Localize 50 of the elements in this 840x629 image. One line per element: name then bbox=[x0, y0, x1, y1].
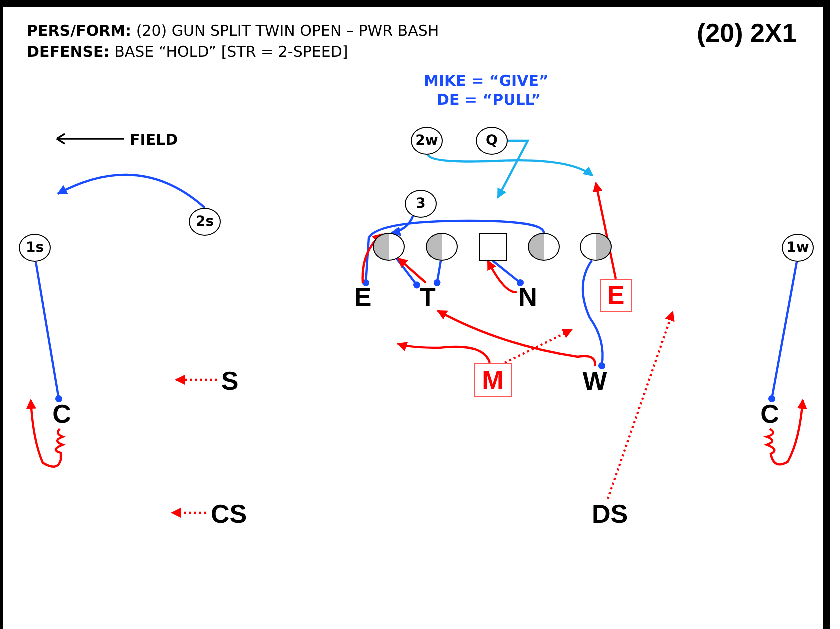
defender-box: E bbox=[600, 279, 632, 312]
route-arrow bbox=[766, 399, 808, 466]
call-note: DE = “PULL” bbox=[437, 91, 542, 109]
block-line bbox=[768, 262, 798, 402]
defender-label: C bbox=[49, 399, 75, 429]
player-circle: 2w bbox=[411, 127, 443, 155]
route-arrow bbox=[390, 216, 414, 236]
block-line bbox=[396, 258, 420, 289]
block-line bbox=[362, 220, 546, 286]
route-arrow bbox=[175, 375, 217, 385]
header-text: PERS/FORM: (20) GUN SPLIT TWIN OPEN – PWR BASH bbox=[27, 22, 440, 40]
route-arrow bbox=[437, 310, 596, 366]
field-label: FIELD bbox=[130, 131, 178, 149]
route-arrow bbox=[487, 260, 518, 294]
lineman-circle bbox=[426, 233, 458, 261]
defender-label: CS bbox=[206, 499, 252, 529]
player-circle: 1w bbox=[782, 234, 814, 262]
route-arrow bbox=[497, 140, 530, 199]
defender-label: DS bbox=[587, 499, 633, 529]
route-arrow bbox=[26, 399, 64, 468]
block-line bbox=[582, 260, 606, 370]
defender-label: T bbox=[417, 283, 439, 311]
header-text: DEFENSE: BASE “HOLD” [STR = 2-SPEED] bbox=[27, 43, 348, 61]
route-arrow bbox=[504, 329, 573, 364]
defender-label: C bbox=[757, 399, 783, 429]
player-circle: 3 bbox=[405, 190, 437, 218]
route-arrow bbox=[171, 508, 206, 518]
defender-box: M bbox=[474, 363, 512, 397]
player-circle: 1s bbox=[19, 234, 51, 262]
route-arrow bbox=[362, 234, 383, 284]
player-circle: Q bbox=[476, 127, 508, 155]
block-line bbox=[434, 260, 442, 286]
lineman-circle bbox=[528, 233, 560, 261]
route-arrow bbox=[398, 258, 427, 284]
defender-label: S bbox=[217, 366, 243, 396]
route-arrow bbox=[397, 342, 492, 364]
lineman-circle bbox=[580, 233, 612, 261]
block-line bbox=[492, 260, 524, 286]
route-arrow bbox=[606, 311, 675, 500]
defender-label: W bbox=[579, 366, 611, 396]
route-arrow bbox=[57, 174, 206, 209]
block-line bbox=[34, 262, 62, 402]
player-circle: 2s bbox=[189, 208, 221, 236]
play-title: (20) 2X1 bbox=[697, 18, 797, 49]
call-note: MIKE = “GIVE” bbox=[424, 72, 549, 90]
defender-label: N bbox=[517, 283, 539, 311]
route-arrow bbox=[427, 154, 594, 177]
lineman-circle bbox=[373, 233, 405, 261]
center-square bbox=[479, 233, 507, 261]
defender-label: E bbox=[352, 283, 374, 311]
